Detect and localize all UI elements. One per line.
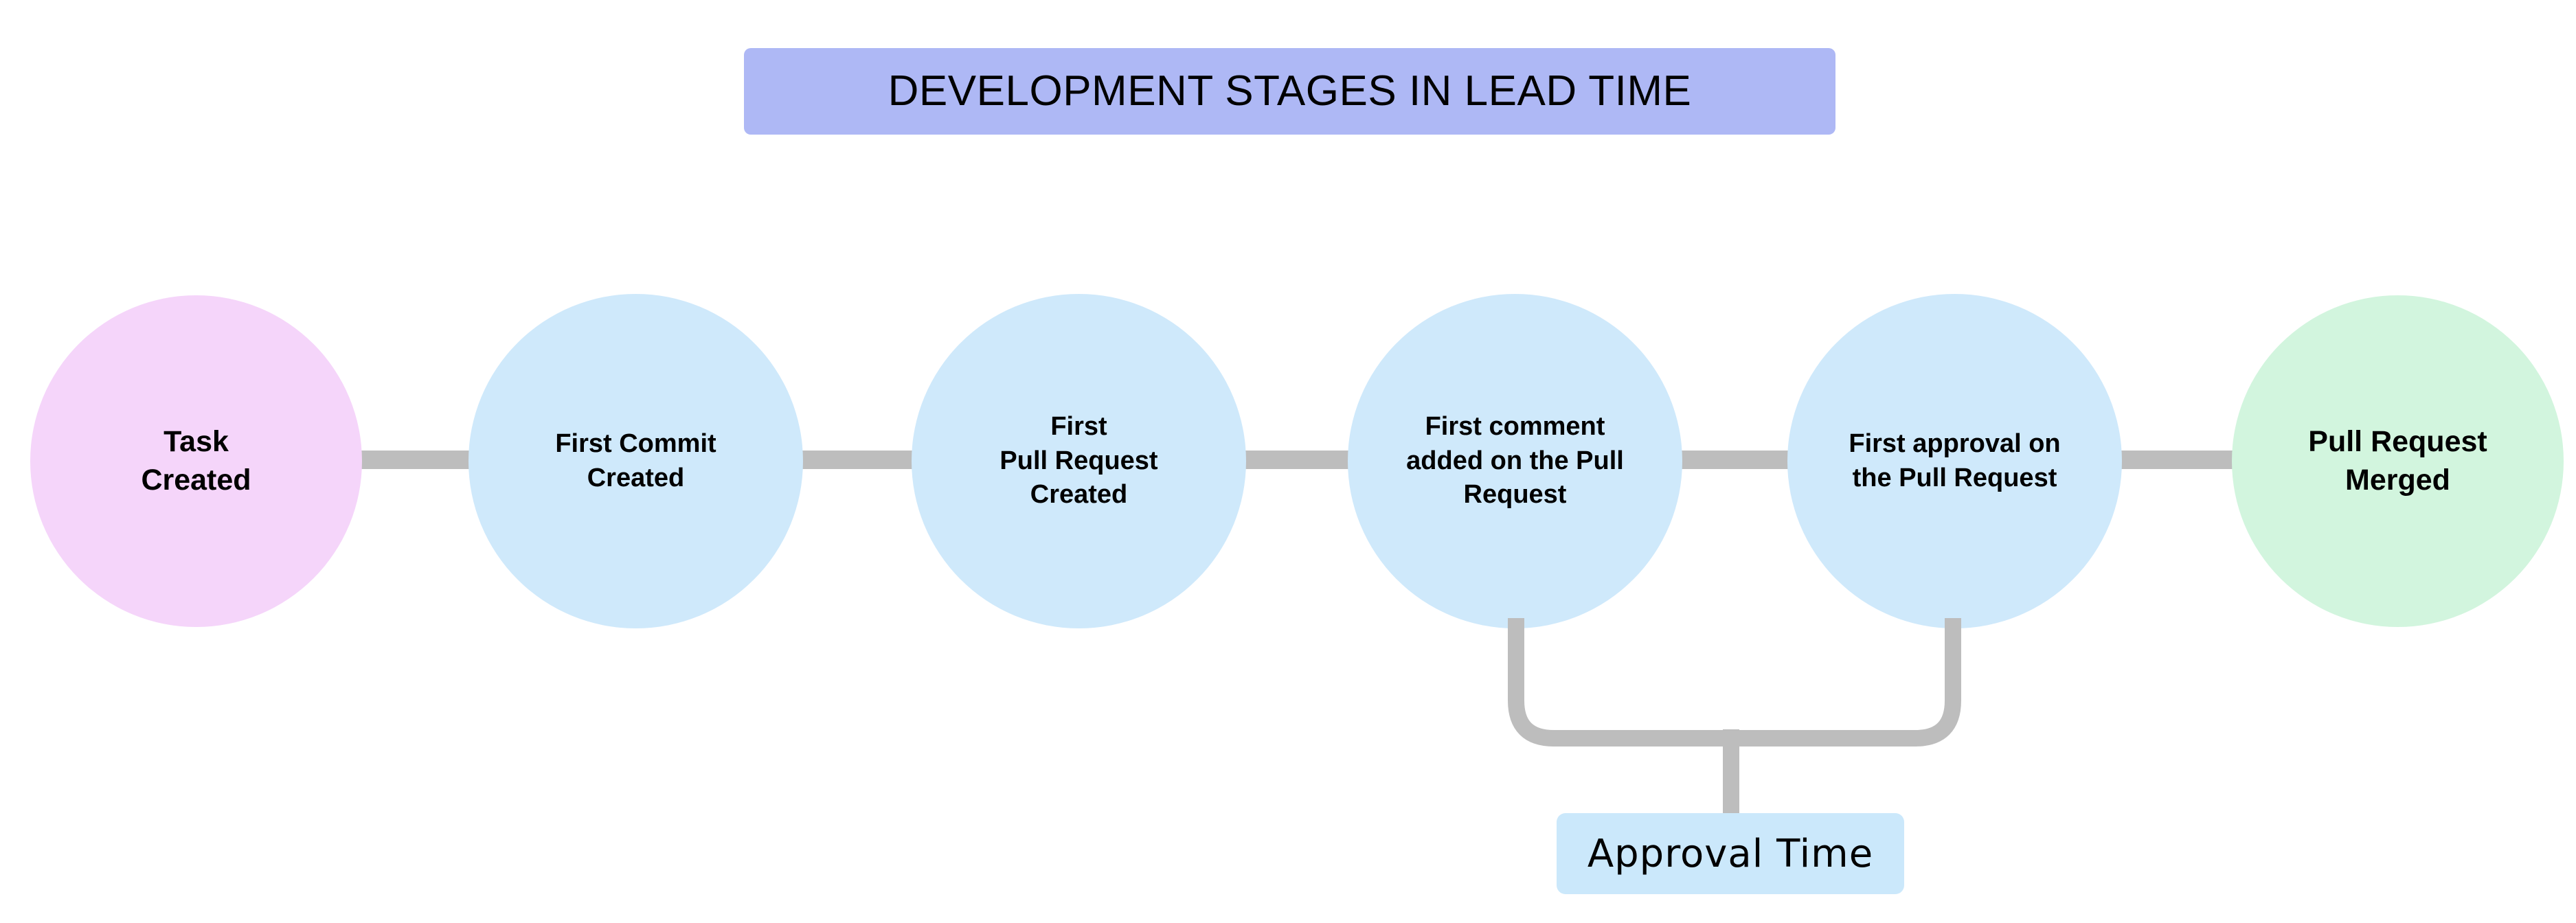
node-label-first-commit-created: First Commit Created — [555, 429, 716, 492]
connector-first-comment-to-approval — [1662, 451, 1803, 469]
node-first-commit-created[interactable]: First Commit Created — [468, 294, 803, 628]
node-pull-request-merged[interactable]: Pull Request Merged — [2232, 295, 2564, 627]
approval-time-bracket-stem — [1723, 729, 1739, 817]
connector-task-to-first-commit — [343, 451, 481, 469]
node-label-pull-request-merged: Pull Request Merged — [2308, 424, 2487, 497]
connector-approval-to-merged — [2102, 451, 2239, 469]
diagram-title-banner: DEVELOPMENT STAGES IN LEAD TIME — [744, 48, 1835, 135]
approval-time-label[interactable]: Approval Time — [1557, 813, 1904, 894]
node-task-created[interactable]: Task Created — [30, 295, 362, 627]
node-first-comment-added[interactable]: First comment added on the Pull Request — [1348, 294, 1682, 628]
node-label-first-approval: First approval on the Pull Request — [1849, 429, 2061, 492]
node-first-approval[interactable]: First approval on the Pull Request — [1787, 294, 2122, 628]
node-label-first-comment-added: First comment added on the Pull Request — [1406, 412, 1624, 510]
connector-first-pr-to-first-comment — [1226, 451, 1364, 469]
page-title: DEVELOPMENT STAGES IN LEAD TIME — [888, 67, 1692, 115]
approval-time-label-text: Approval Time — [1587, 831, 1874, 876]
node-first-pull-request-created[interactable]: First Pull Request Created — [912, 294, 1246, 628]
connector-first-commit-to-first-pr — [783, 451, 920, 469]
node-label-task-created: Task Created — [141, 424, 251, 497]
node-label-first-pull-request-created: First Pull Request Created — [999, 412, 1158, 510]
